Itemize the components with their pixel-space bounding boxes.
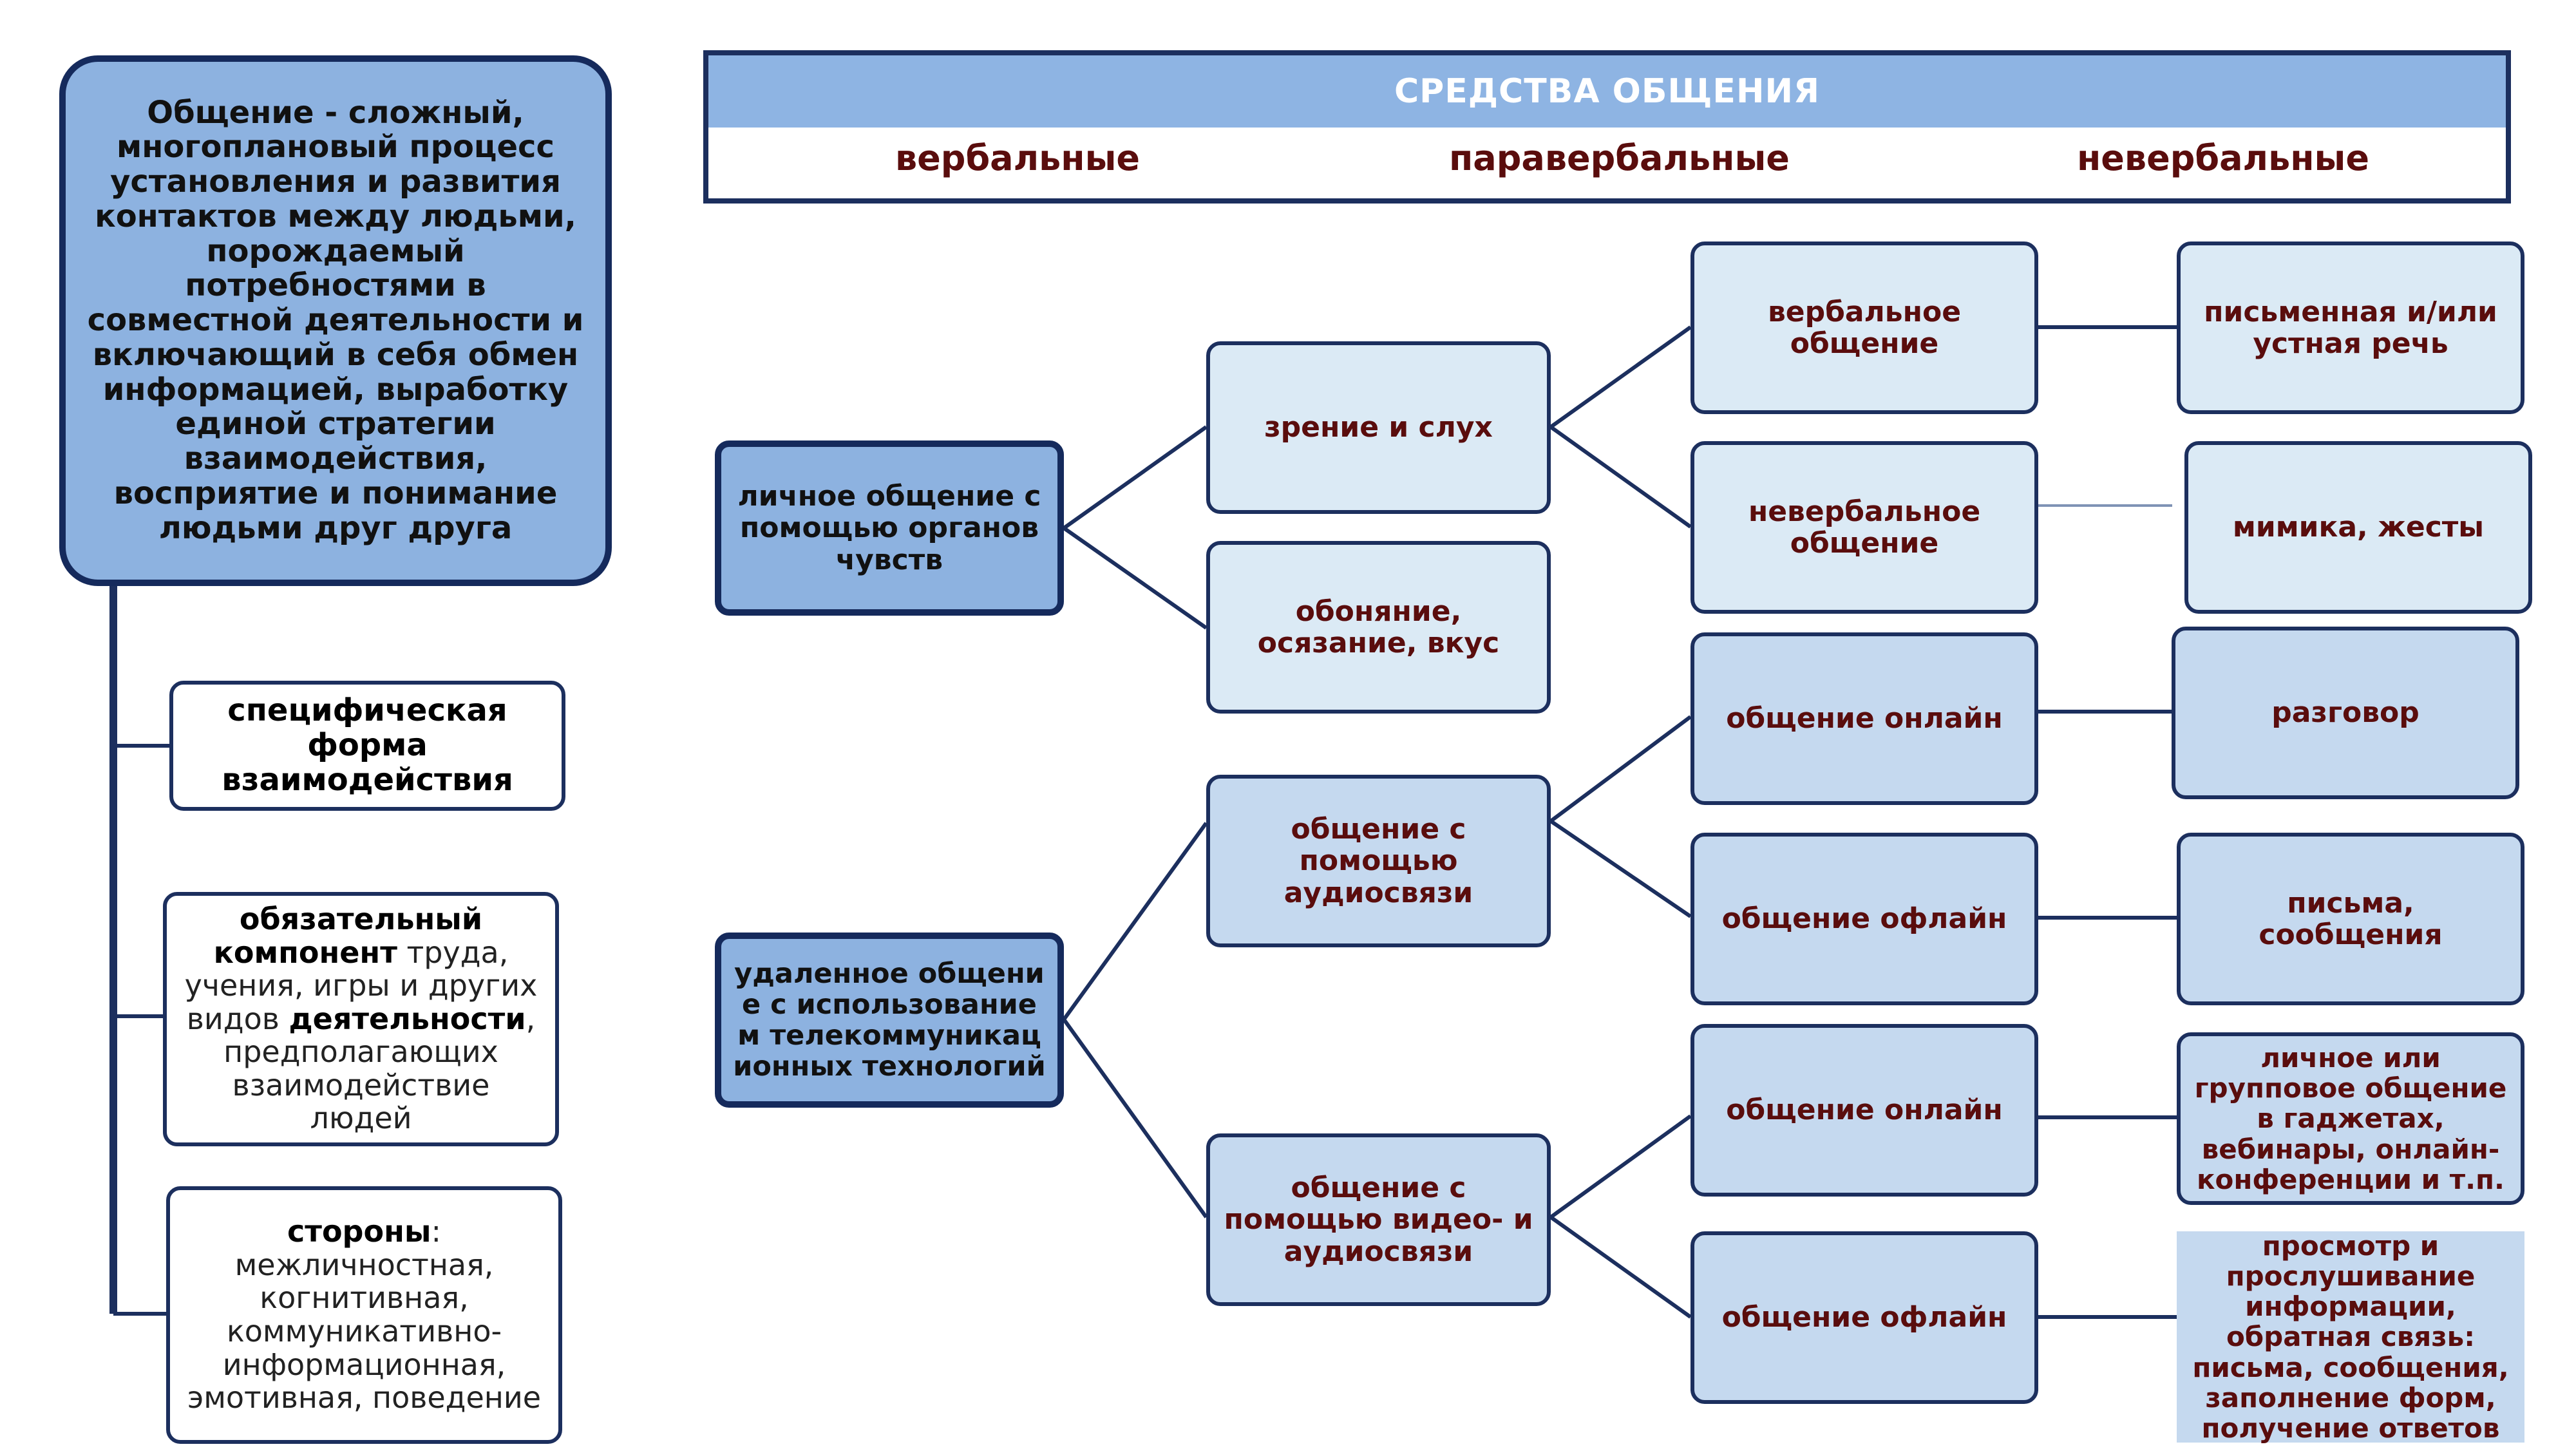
gadgets-text: личное или групповое общение в гаджетах,…	[2194, 1042, 2507, 1195]
offline-node-1: общение офлайн	[1690, 833, 2038, 1005]
verbal-text: вербальное общение	[1767, 295, 1962, 360]
talk-node: разговор	[2172, 627, 2519, 799]
category-verbal: вербальные	[895, 138, 1141, 178]
sides-text-rest: : межличностная, когнитивная, коммуникат…	[187, 1214, 542, 1416]
online1-text: общение онлайн	[1726, 702, 2003, 735]
personal-text: личное общение с помощью органов чувств	[737, 480, 1041, 576]
video-text: общение с помощью видео- и аудиосвязи	[1224, 1171, 1533, 1268]
online-node-1: общение онлайн	[1690, 632, 2038, 805]
letters-text: письма, сообщения	[2259, 886, 2443, 951]
verbal-communication-node: вербальное общение	[1690, 242, 2038, 414]
sight-hearing-node: зрение и слух	[1206, 341, 1551, 514]
gadgets-node: личное или групповое общение в гаджетах,…	[2177, 1032, 2524, 1205]
personal-communication-node: личное общение с помощью органов чувств	[715, 440, 1064, 616]
online2-text: общение онлайн	[1726, 1094, 2003, 1127]
view-text: просмотр и прослушивание информации, обр…	[2192, 1230, 2509, 1444]
component-text: обязательный компонент труда, учения, иг…	[177, 903, 545, 1135]
sides-bold: стороны	[287, 1214, 431, 1249]
nonverbal-communication-node: невербальное общение	[1690, 441, 2038, 614]
online-node-2: общение онлайн	[1690, 1024, 2038, 1197]
definition-box: Общение - сложный, многоплановый процесс…	[59, 55, 612, 586]
definition-text: Общение - сложный, многоплановый процесс…	[87, 94, 584, 546]
sides-box: стороны: межличностная, когнитивная, ком…	[166, 1186, 562, 1444]
form-text: специфическая форма взаимодействия	[222, 692, 513, 798]
speech-text: письменная и/или устная речь	[2204, 295, 2497, 360]
component-box: обязательный компонент труда, учения, иг…	[163, 892, 559, 1146]
view-node: просмотр и прослушивание информации, обр…	[2177, 1231, 2524, 1443]
form-box: специфическая форма взаимодействия	[169, 681, 565, 811]
smell-text: обоняние, осязание, вкус	[1257, 594, 1500, 659]
component-text-1: труда, учения, игры и других видов	[184, 934, 538, 1036]
speech-node: письменная и/или устная речь	[2177, 242, 2524, 414]
component-bold-2: деятельности	[289, 1001, 526, 1036]
means-header: СРЕДСТВА ОБЩЕНИЯ вербальные паравербальн…	[703, 50, 2511, 204]
mimic-gestures-node: мимика, жесты	[2184, 441, 2532, 614]
component-bold: обязательный компонент	[213, 902, 483, 970]
offline-node-2: общение офлайн	[1690, 1231, 2038, 1404]
offline1-text: общение офлайн	[1721, 902, 2007, 936]
letters-node: письма, сообщения	[2177, 833, 2524, 1005]
component-text-2: , предполагающих взаимодействие людей	[223, 1001, 536, 1136]
talk-text: разговор	[2271, 696, 2420, 730]
offline2-text: общение офлайн	[1721, 1301, 2007, 1334]
audio-communication-node: общение с помощью аудиосвязи	[1206, 775, 1551, 947]
remote-communication-node: удаленное общение с использованием телек…	[715, 933, 1064, 1108]
video-communication-node: общение с помощью видео- и аудиосвязи	[1206, 1133, 1551, 1306]
sight-text: зрение и слух	[1264, 411, 1493, 444]
header-title: СРЕДСТВА ОБЩЕНИЯ	[708, 55, 2506, 128]
audio-text: общение с помощью аудиосвязи	[1283, 813, 1473, 909]
remote-text: удаленное общение с использованием телек…	[733, 957, 1046, 1083]
nonverbal-text: невербальное общение	[1748, 495, 1981, 560]
sides-text: стороны: межличностная, когнитивная, ком…	[180, 1215, 548, 1414]
smell-touch-taste-node: обоняние, осязание, вкус	[1206, 541, 1551, 714]
mimic-text: мимика, жесты	[2232, 511, 2485, 544]
category-paraverbal: паравербальные	[1449, 138, 1790, 178]
category-nonverbal: невербальные	[2077, 138, 2369, 178]
